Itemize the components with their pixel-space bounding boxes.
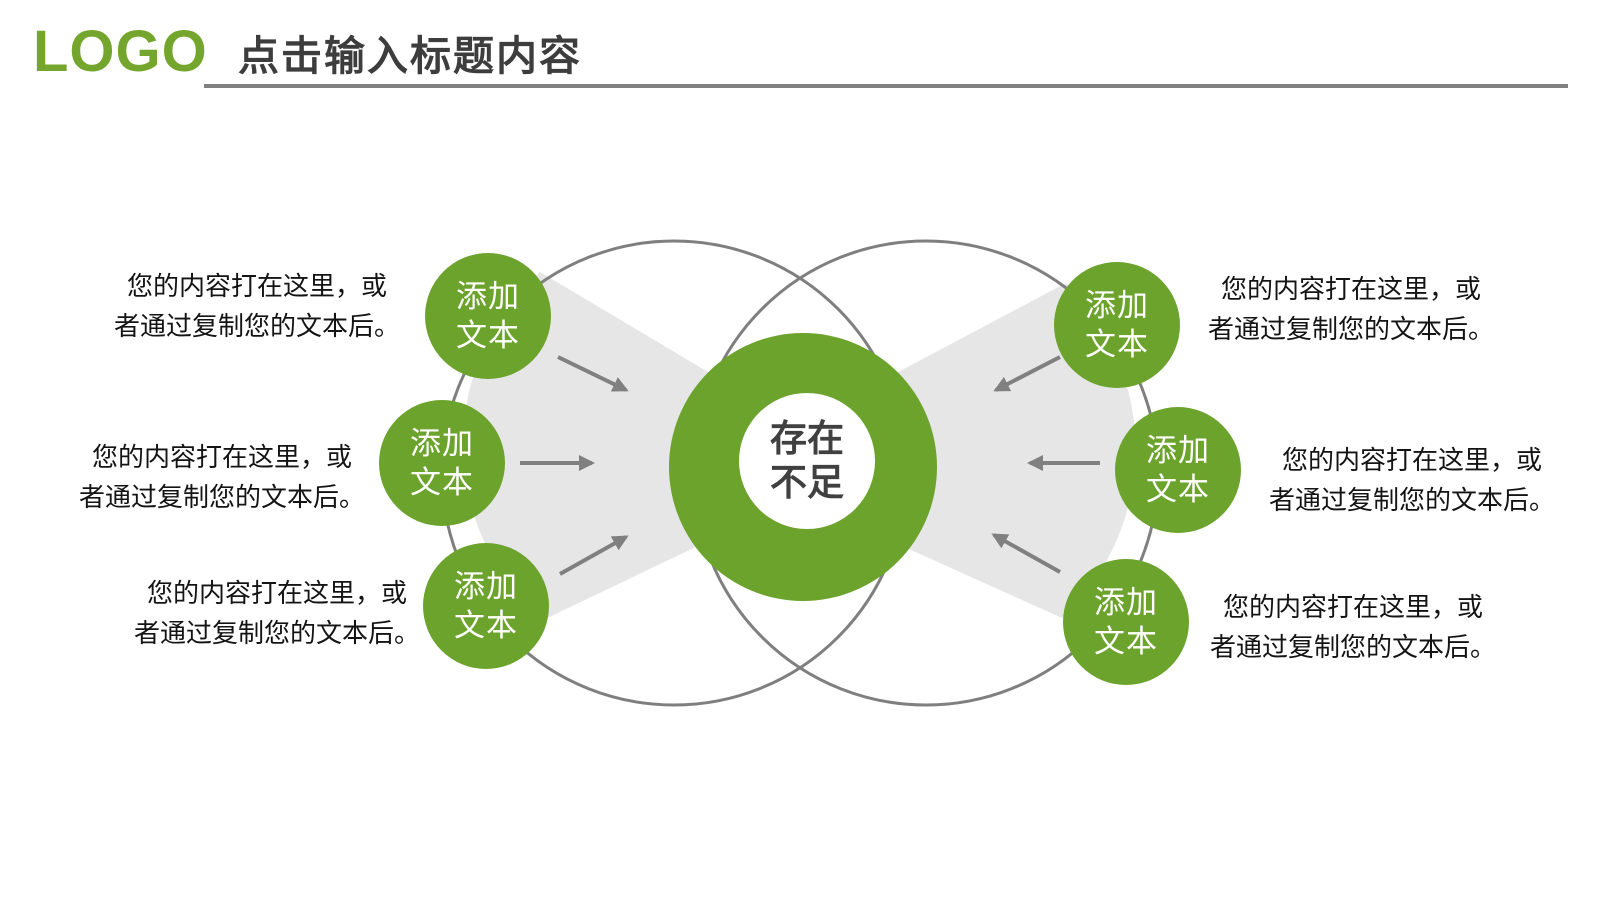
arrow-left-top (557, 355, 629, 392)
arrow-right-top (993, 355, 1061, 392)
note-line: 者通过复制您的文本后。 (78, 482, 365, 512)
note-line: 您的内容打在这里，或 (126, 271, 387, 301)
note-line: 者通过复制您的文本后。 (1207, 314, 1494, 344)
node-label-line: 添加 (410, 426, 474, 461)
node-label-line: 文本 (1146, 472, 1210, 507)
node-label-line: 文本 (456, 318, 520, 353)
note-line: 者通过复制您的文本后。 (1268, 485, 1555, 515)
node-label-line: 文本 (454, 608, 518, 643)
node-circle-right-middle[interactable]: 添加 文本 (1115, 407, 1241, 533)
node-label-line: 添加 (456, 279, 520, 314)
node-label-line: 添加 (1085, 288, 1149, 323)
header-divider (204, 84, 1568, 88)
note-right-middle[interactable]: 您的内容打在这里，或 者通过复制您的文本后。 (1242, 440, 1582, 520)
note-line: 您的内容打在这里，或 (146, 578, 407, 608)
center-topic-line: 存在 (770, 418, 844, 459)
node-circle-left-bottom[interactable]: 添加 文本 (423, 543, 549, 669)
note-line: 您的内容打在这里，或 (1220, 274, 1481, 304)
arrow-right-bottom (991, 533, 1061, 574)
node-label-line: 添加 (1094, 585, 1158, 620)
node-label-line: 文本 (410, 465, 474, 500)
note-left-middle[interactable]: 您的内容打在这里，或 者通过复制您的文本后。 (52, 437, 392, 517)
node-label-line: 文本 (1094, 624, 1158, 659)
center-topic-line: 不足 (770, 462, 844, 503)
arrow-left-bottom (559, 535, 629, 576)
page-title[interactable]: 点击输入标题内容 (238, 33, 582, 79)
logo: LOGO (33, 19, 208, 84)
node-circle-right-top[interactable]: 添加 文本 (1054, 262, 1180, 388)
note-line: 者通过复制您的文本后。 (113, 311, 400, 341)
note-line: 您的内容打在这里，或 (1222, 592, 1483, 622)
center-topic[interactable]: 存在 不足 (739, 393, 875, 529)
note-line: 者通过复制您的文本后。 (133, 618, 420, 648)
note-line: 者通过复制您的文本后。 (1209, 632, 1496, 662)
note-left-top[interactable]: 您的内容打在这里，或 者通过复制您的文本后。 (87, 266, 427, 346)
node-label-line: 添加 (1146, 433, 1210, 468)
note-right-bottom[interactable]: 您的内容打在这里，或 者通过复制您的文本后。 (1183, 587, 1523, 667)
node-label-line: 添加 (454, 569, 518, 604)
note-left-bottom[interactable]: 您的内容打在这里，或 者通过复制您的文本后。 (107, 573, 447, 653)
node-circle-right-bottom[interactable]: 添加 文本 (1063, 559, 1189, 685)
note-right-top[interactable]: 您的内容打在这里，或 者通过复制您的文本后。 (1181, 269, 1521, 349)
node-circle-left-middle[interactable]: 添加 文本 (379, 400, 505, 526)
note-line: 您的内容打在这里，或 (91, 442, 352, 472)
node-circle-left-top[interactable]: 添加 文本 (425, 253, 551, 379)
node-label-line: 文本 (1085, 327, 1149, 362)
note-line: 您的内容打在这里，或 (1281, 445, 1542, 475)
